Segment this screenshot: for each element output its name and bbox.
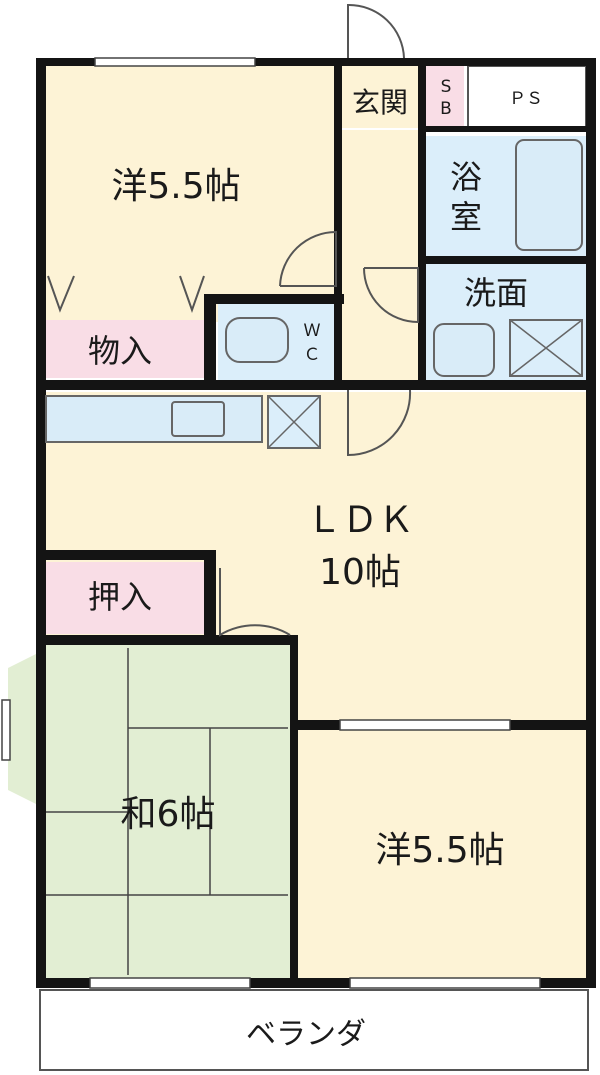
room-western-bottom <box>296 728 586 978</box>
label-veranda: ベランダ <box>246 1017 366 1052</box>
label-closet: 押入 <box>88 578 152 616</box>
label-shoe-box-b: B <box>440 99 452 119</box>
windows <box>1 57 541 989</box>
label-toilet-c: Ｃ <box>304 345 321 365</box>
label-ldk: ＬＤＫ <box>306 500 414 541</box>
label-shoe-box-s: S <box>441 77 452 97</box>
room-entrance <box>340 66 418 128</box>
toilet-bowl <box>225 317 289 363</box>
label-storage: 物入 <box>88 332 152 370</box>
bathtub <box>515 139 583 251</box>
wash-basin <box>433 323 495 377</box>
washer-space <box>509 319 583 377</box>
tatami-lines <box>46 648 288 975</box>
label-washroom: 洗面 <box>464 274 528 312</box>
label-ldk-size: 10帖 <box>319 552 401 593</box>
fridge-space <box>267 395 321 449</box>
room-storage <box>46 320 204 378</box>
door-swings <box>47 3 419 637</box>
label-bath-2: 室 <box>450 198 482 236</box>
label-western-top: 洋5.5帖 <box>111 166 240 207</box>
room-shoe-box <box>424 66 464 128</box>
label-entrance: 玄関 <box>352 86 408 119</box>
veranda <box>39 989 589 1071</box>
room-closet <box>46 562 206 634</box>
label-japanese: 和6帖 <box>121 794 216 835</box>
label-toilet-w: Ｗ <box>304 321 321 341</box>
room-hallway <box>340 130 420 385</box>
label-western-bottom: 洋5.5帖 <box>375 830 504 871</box>
kitchen-sink <box>171 401 225 437</box>
room-western-top <box>46 62 336 322</box>
label-bath-1: 浴 <box>450 158 482 196</box>
label-pipe-space: ＰＳ <box>509 89 543 109</box>
kitchen-counter <box>45 395 263 443</box>
